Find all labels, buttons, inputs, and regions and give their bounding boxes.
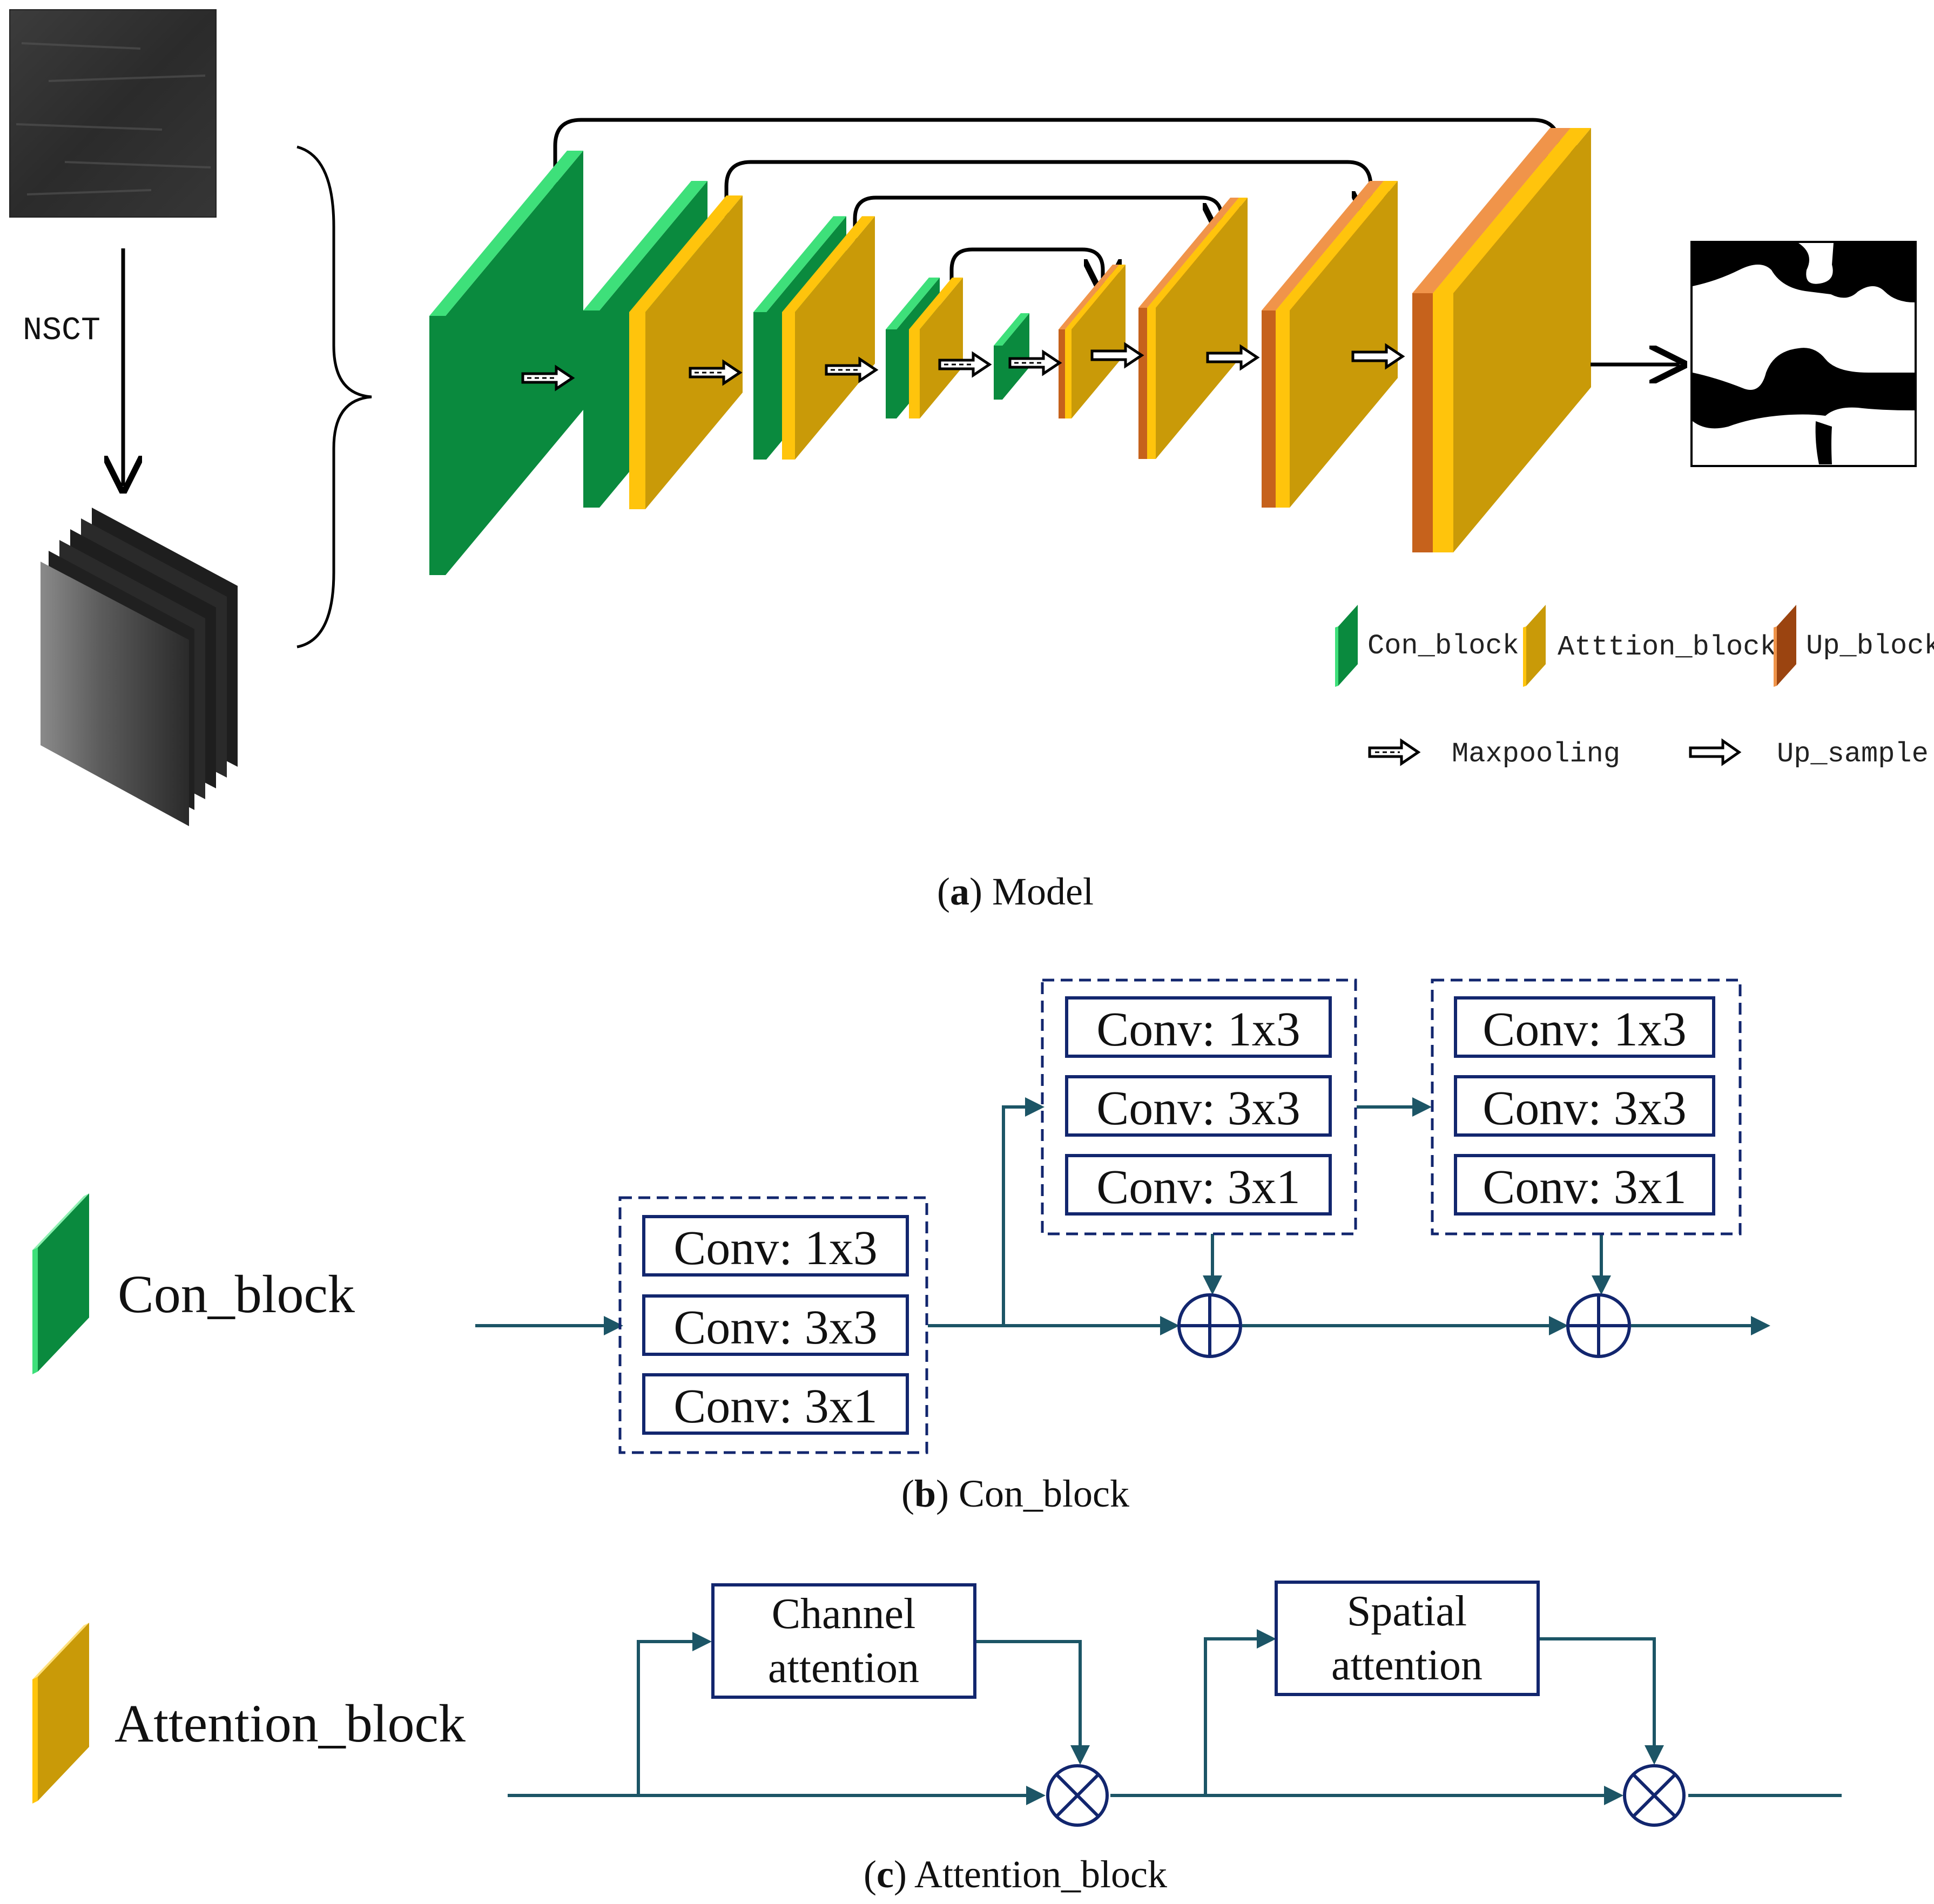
svg-text:Conv: 1x3: Conv: 1x3 [673, 1221, 878, 1275]
con-block-flow [475, 1097, 1770, 1335]
input-brace [296, 145, 372, 649]
legend-up-block: Up_block [1774, 605, 1934, 687]
conv-group-3-boxes: Conv: 1x3 Conv: 3x3 Conv: 3x1 [1454, 996, 1715, 1216]
input-image-texture [16, 42, 211, 195]
maxpooling-arrow-4 [1008, 349, 1062, 376]
up-sample-arrow-6 [1206, 344, 1260, 371]
channel-attention-box: Channel attention [711, 1583, 976, 1699]
svg-text:Conv: 1x3: Conv: 1x3 [1096, 1003, 1300, 1056]
svg-text:Conv: 1x3: Conv: 1x3 [1482, 1003, 1687, 1056]
attention-block-label: Attention_block [114, 1693, 466, 1753]
attention-block-11 [1147, 198, 1248, 459]
up-sample-arrow-5 [1090, 342, 1144, 369]
multiply-node-1 [1046, 1764, 1109, 1827]
conv-group-3 [1431, 978, 1742, 1235]
attention-block-panel: Attention_block Channel attention Spatia… [32, 1581, 1842, 1896]
svg-text:attention: attention [768, 1644, 919, 1692]
conv-group-2-boxes: Conv: 1x3 Conv: 3x3 Conv: 3x1 [1065, 996, 1332, 1216]
attention-block-6 [909, 278, 963, 418]
svg-text:Conv: 3x1: Conv: 3x1 [1482, 1160, 1687, 1214]
svg-text:attention: attention [1331, 1642, 1482, 1689]
svg-text:Up_block: Up_block [1806, 630, 1934, 662]
model-panel: NSCT [9, 9, 1934, 913]
svg-text:Atttion_block: Atttion_block [1558, 631, 1777, 663]
con-block-icon [32, 1193, 89, 1374]
legend-up-sample: Up_sample [1689, 738, 1929, 770]
con-block-0 [429, 151, 583, 575]
svg-text:Spatial: Spatial [1347, 1588, 1467, 1635]
attention-block-13 [1276, 181, 1398, 508]
svg-text:Conv: 3x3: Conv: 3x3 [1482, 1082, 1687, 1135]
caption-c: (c) Attention_block [864, 1853, 1167, 1896]
caption-a: (a) Model [937, 870, 1094, 913]
up-sample-arrow-7 [1351, 343, 1405, 370]
con-block-label: Con_block [118, 1264, 355, 1324]
svg-text:Conv: 3x1: Conv: 3x1 [1096, 1160, 1300, 1214]
svg-text:Up_sample: Up_sample [1777, 738, 1929, 770]
multiply-node-2 [1623, 1764, 1686, 1827]
attention-block-icon [32, 1623, 89, 1804]
svg-text:Conv: 3x3: Conv: 3x3 [673, 1301, 878, 1354]
con-block-panel: Con_block Conv: 1x3 Conv: 3x3 Conv: 3x1 [32, 978, 1770, 1515]
model-flow-arrows [521, 342, 1405, 391]
svg-text:Conv: 3x3: Conv: 3x3 [1096, 1082, 1300, 1135]
maxpooling-arrow-3 [938, 351, 992, 378]
attention-block-9 [1065, 265, 1126, 418]
maxpooling-arrow-1 [689, 359, 743, 386]
add-node-1 [1177, 1293, 1242, 1358]
svg-text:Con_block: Con_block [1367, 630, 1519, 662]
maxpooling-arrow-2 [825, 356, 879, 383]
legend-maxpooling: Maxpooling [1368, 738, 1620, 770]
attention-block-2 [629, 195, 743, 509]
output-mask [1690, 241, 1917, 467]
svg-text:Maxpooling: Maxpooling [1452, 738, 1620, 770]
svg-text:Conv: 3x1: Conv: 3x1 [673, 1380, 878, 1433]
maxpooling-arrow-0 [521, 364, 575, 391]
spatial-attention-box: Spatial attention [1275, 1581, 1540, 1696]
conv-group-2 [1041, 978, 1357, 1235]
attention-block-15 [1433, 128, 1591, 552]
input-image [9, 9, 217, 218]
add-node-2 [1566, 1293, 1631, 1358]
legend-attention-block: Atttion_block [1523, 605, 1777, 687]
caption-b: (b) Con_block [901, 1472, 1129, 1515]
attention-block-4 [782, 216, 875, 460]
conv-group-1-boxes: Conv: 1x3 Conv: 3x3 Conv: 3x1 [642, 1215, 909, 1435]
nsct-label: NSCT [23, 313, 100, 349]
model-blocks [429, 128, 1591, 575]
conv-group-1 [618, 1196, 928, 1454]
nsct-subband-stack [41, 508, 238, 826]
svg-text:Channel: Channel [772, 1590, 916, 1638]
model-legend: Con_block Atttion_block Up_block Maxpool… [1335, 605, 1934, 770]
con-block-7 [994, 313, 1029, 400]
attention-block-flow [508, 1629, 1842, 1805]
legend-con-block: Con_block [1335, 605, 1519, 687]
